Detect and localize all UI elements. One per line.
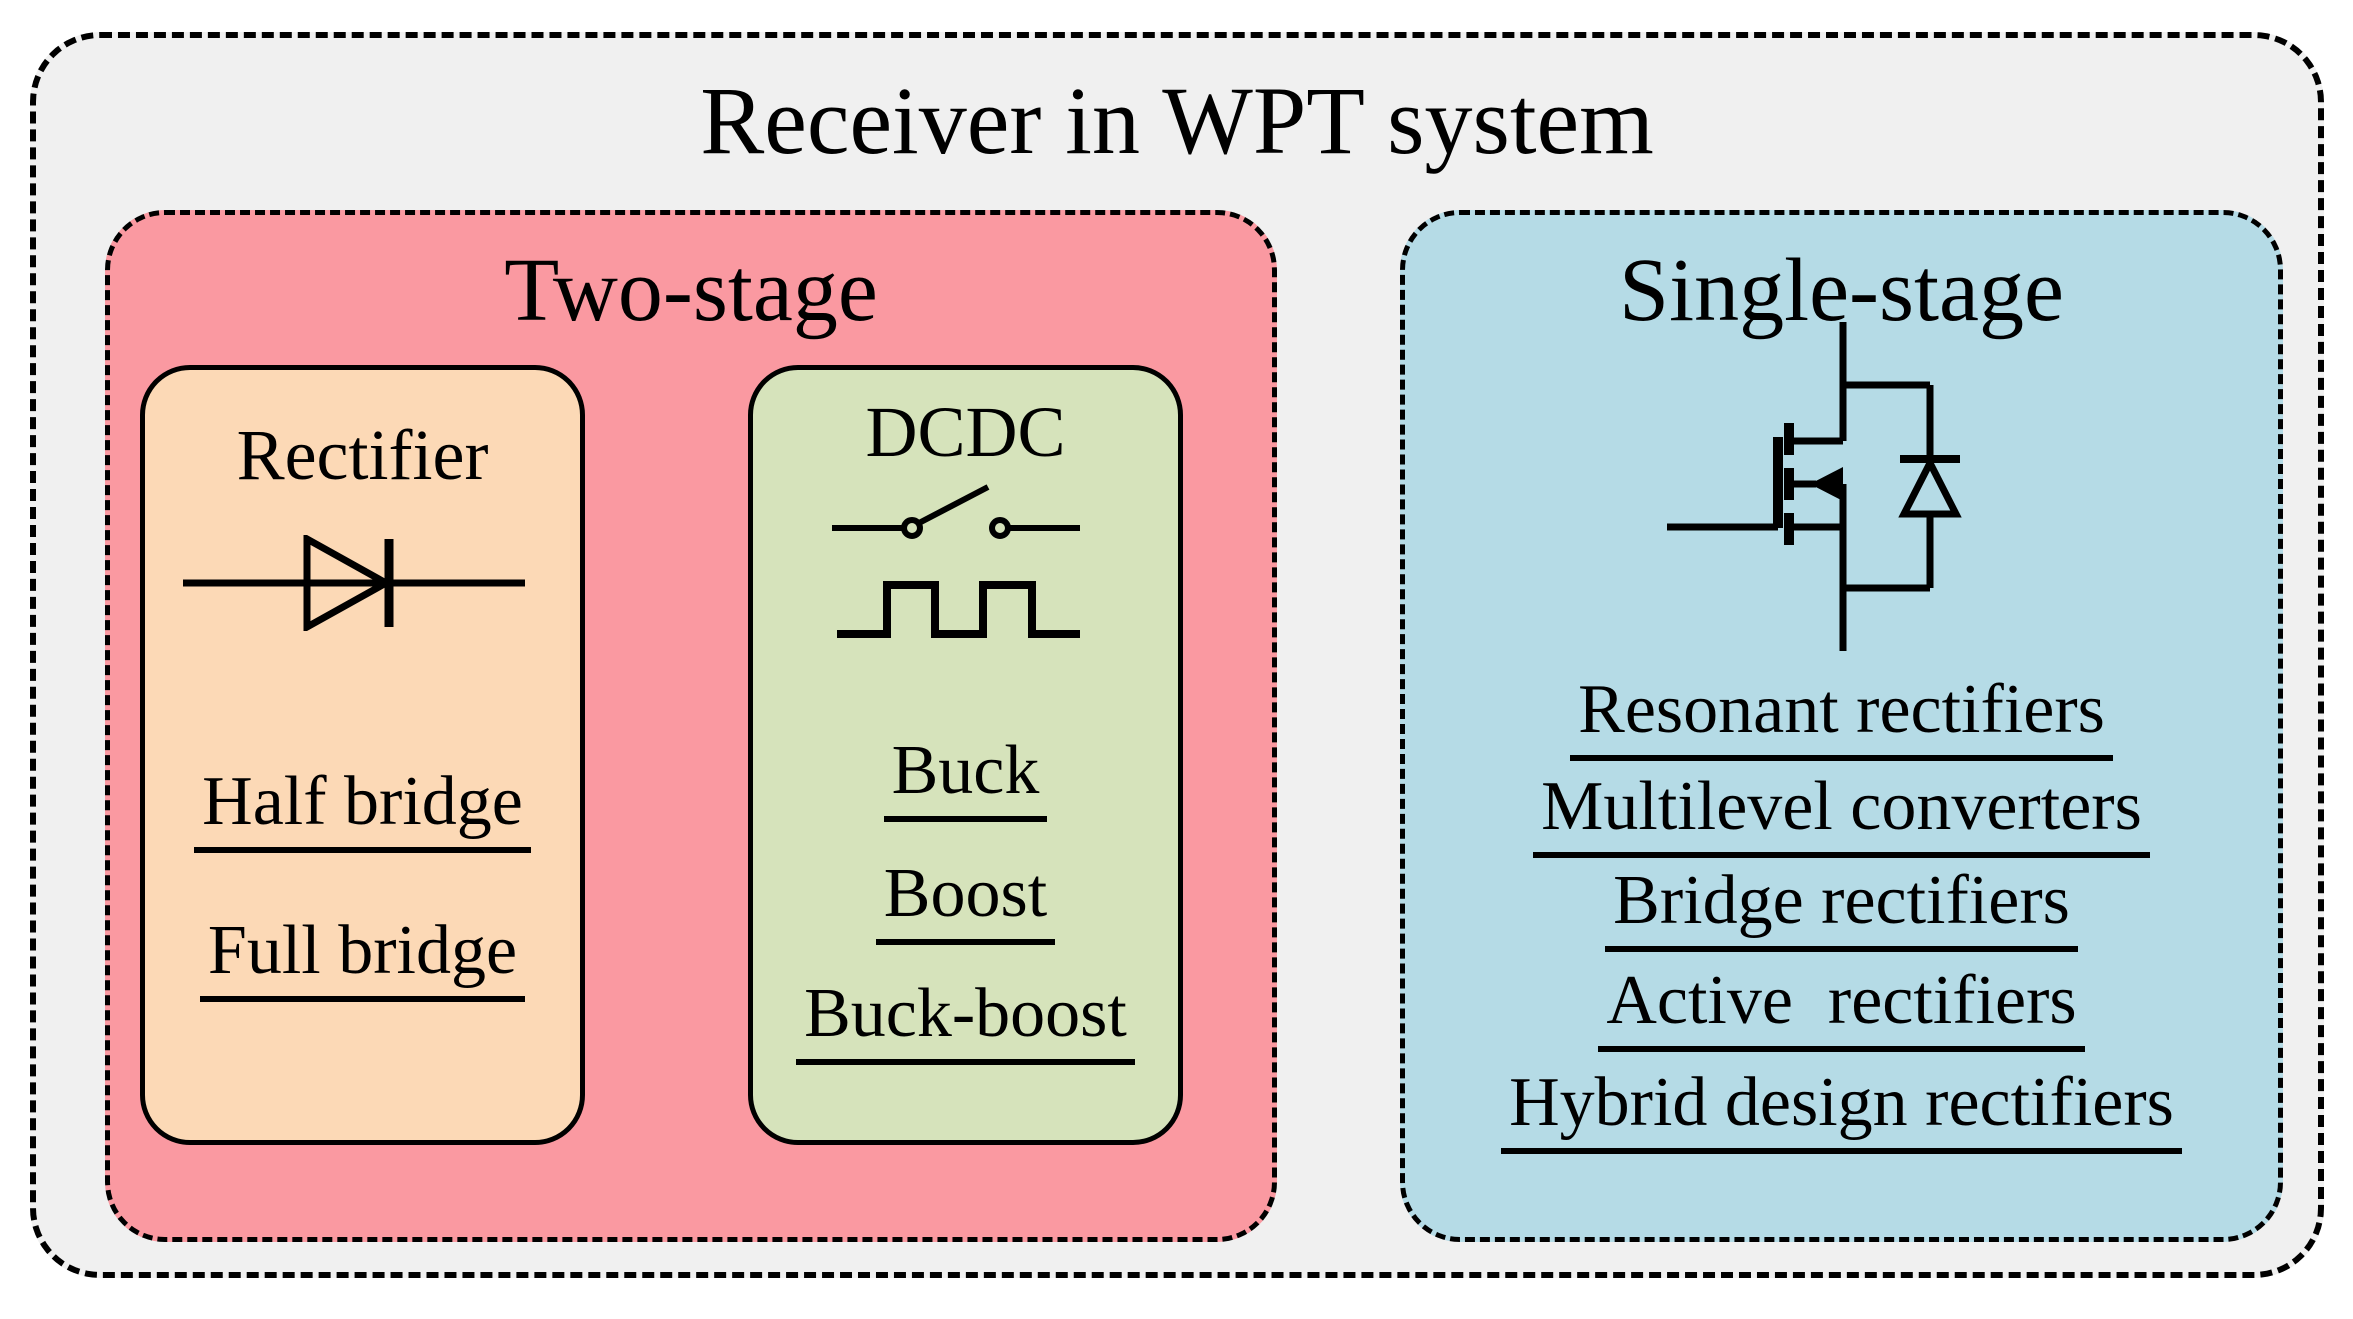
diode-icon [183,535,525,631]
two-stage-label: Two-stage [504,240,878,340]
rectifier-box: Rectifier Half bridge Full bridge [140,365,585,1145]
rectifier-title: Rectifier [236,414,489,495]
boost-item: Boost [875,854,1056,945]
bridge-rectifiers-item: Bridge rectifiers [1605,861,2078,952]
full-bridge-item: Full bridge [199,911,526,1002]
page-title: Receiver in WPT system [700,66,1654,174]
resonant-rectifiers-item: Resonant rectifiers [1570,670,2113,761]
square-wave-icon [837,585,1080,634]
list-item: Multilevel converters [1400,757,2283,867]
mosfet-body-diode-icon [1660,318,1975,655]
buck-boost-item: Buck-boost [796,974,1135,1065]
switch-icon [830,483,1082,642]
list-item: Resonant rectifiers [1400,660,2283,770]
list-item: Active rectifiers [1400,951,2283,1061]
list-item: Hybrid design rectifiers [1400,1053,2283,1163]
list-item: Buck-boost [753,964,1178,1074]
list-item: Boost [753,844,1178,954]
dcdc-title: DCDC [865,391,1066,472]
single-stage-box [1400,210,2283,1242]
half-bridge-item: Half bridge [194,762,531,853]
list-item: Half bridge [145,752,580,862]
list-item: Full bridge [145,901,580,1011]
multilevel-converters-item: Multilevel converters [1533,767,2150,858]
buck-item: Buck [883,731,1048,822]
dcdc-box: DCDC Buck Boost Buck-boost [748,365,1183,1145]
list-item: Bridge rectifiers [1400,851,2283,961]
active-rectifiers-item: Active rectifiers [1598,961,2085,1052]
hybrid-design-rectifiers-item: Hybrid design rectifiers [1501,1063,2182,1154]
list-item: Buck [753,721,1178,831]
single-stage-list: Resonant rectifiers Multilevel converter… [1400,210,2283,1242]
